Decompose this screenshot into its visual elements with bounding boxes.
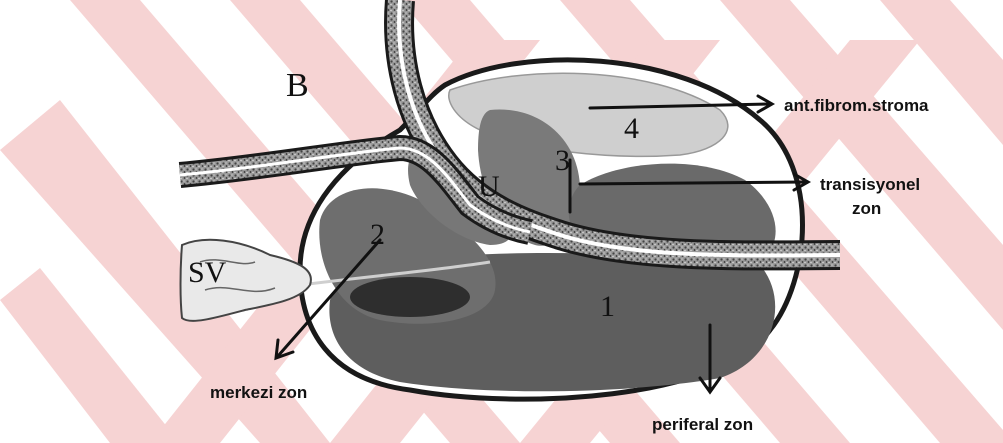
label-peripheral-zone: periferal zon — [652, 415, 753, 434]
zone-number-2: 2 — [370, 218, 385, 251]
central-zone-ejaculatory-region — [350, 277, 470, 317]
zone-number-1: 1 — [600, 290, 615, 323]
urethra-label: U — [478, 170, 500, 203]
label-transition-zone-line2: zon — [852, 199, 881, 218]
zone-number-3: 3 — [555, 144, 570, 177]
zone-number-4: 4 — [624, 112, 639, 145]
label-central-zone: merkezi zon — [210, 383, 307, 402]
seminal-vesicle-label: SV — [188, 256, 227, 289]
label-transition-zone-line1: transisyonel — [820, 175, 920, 194]
arrow-transition — [580, 182, 806, 184]
label-ant-fibrom-stroma: ant.fibrom.stroma — [784, 96, 929, 115]
panel-letter: B — [286, 67, 309, 104]
